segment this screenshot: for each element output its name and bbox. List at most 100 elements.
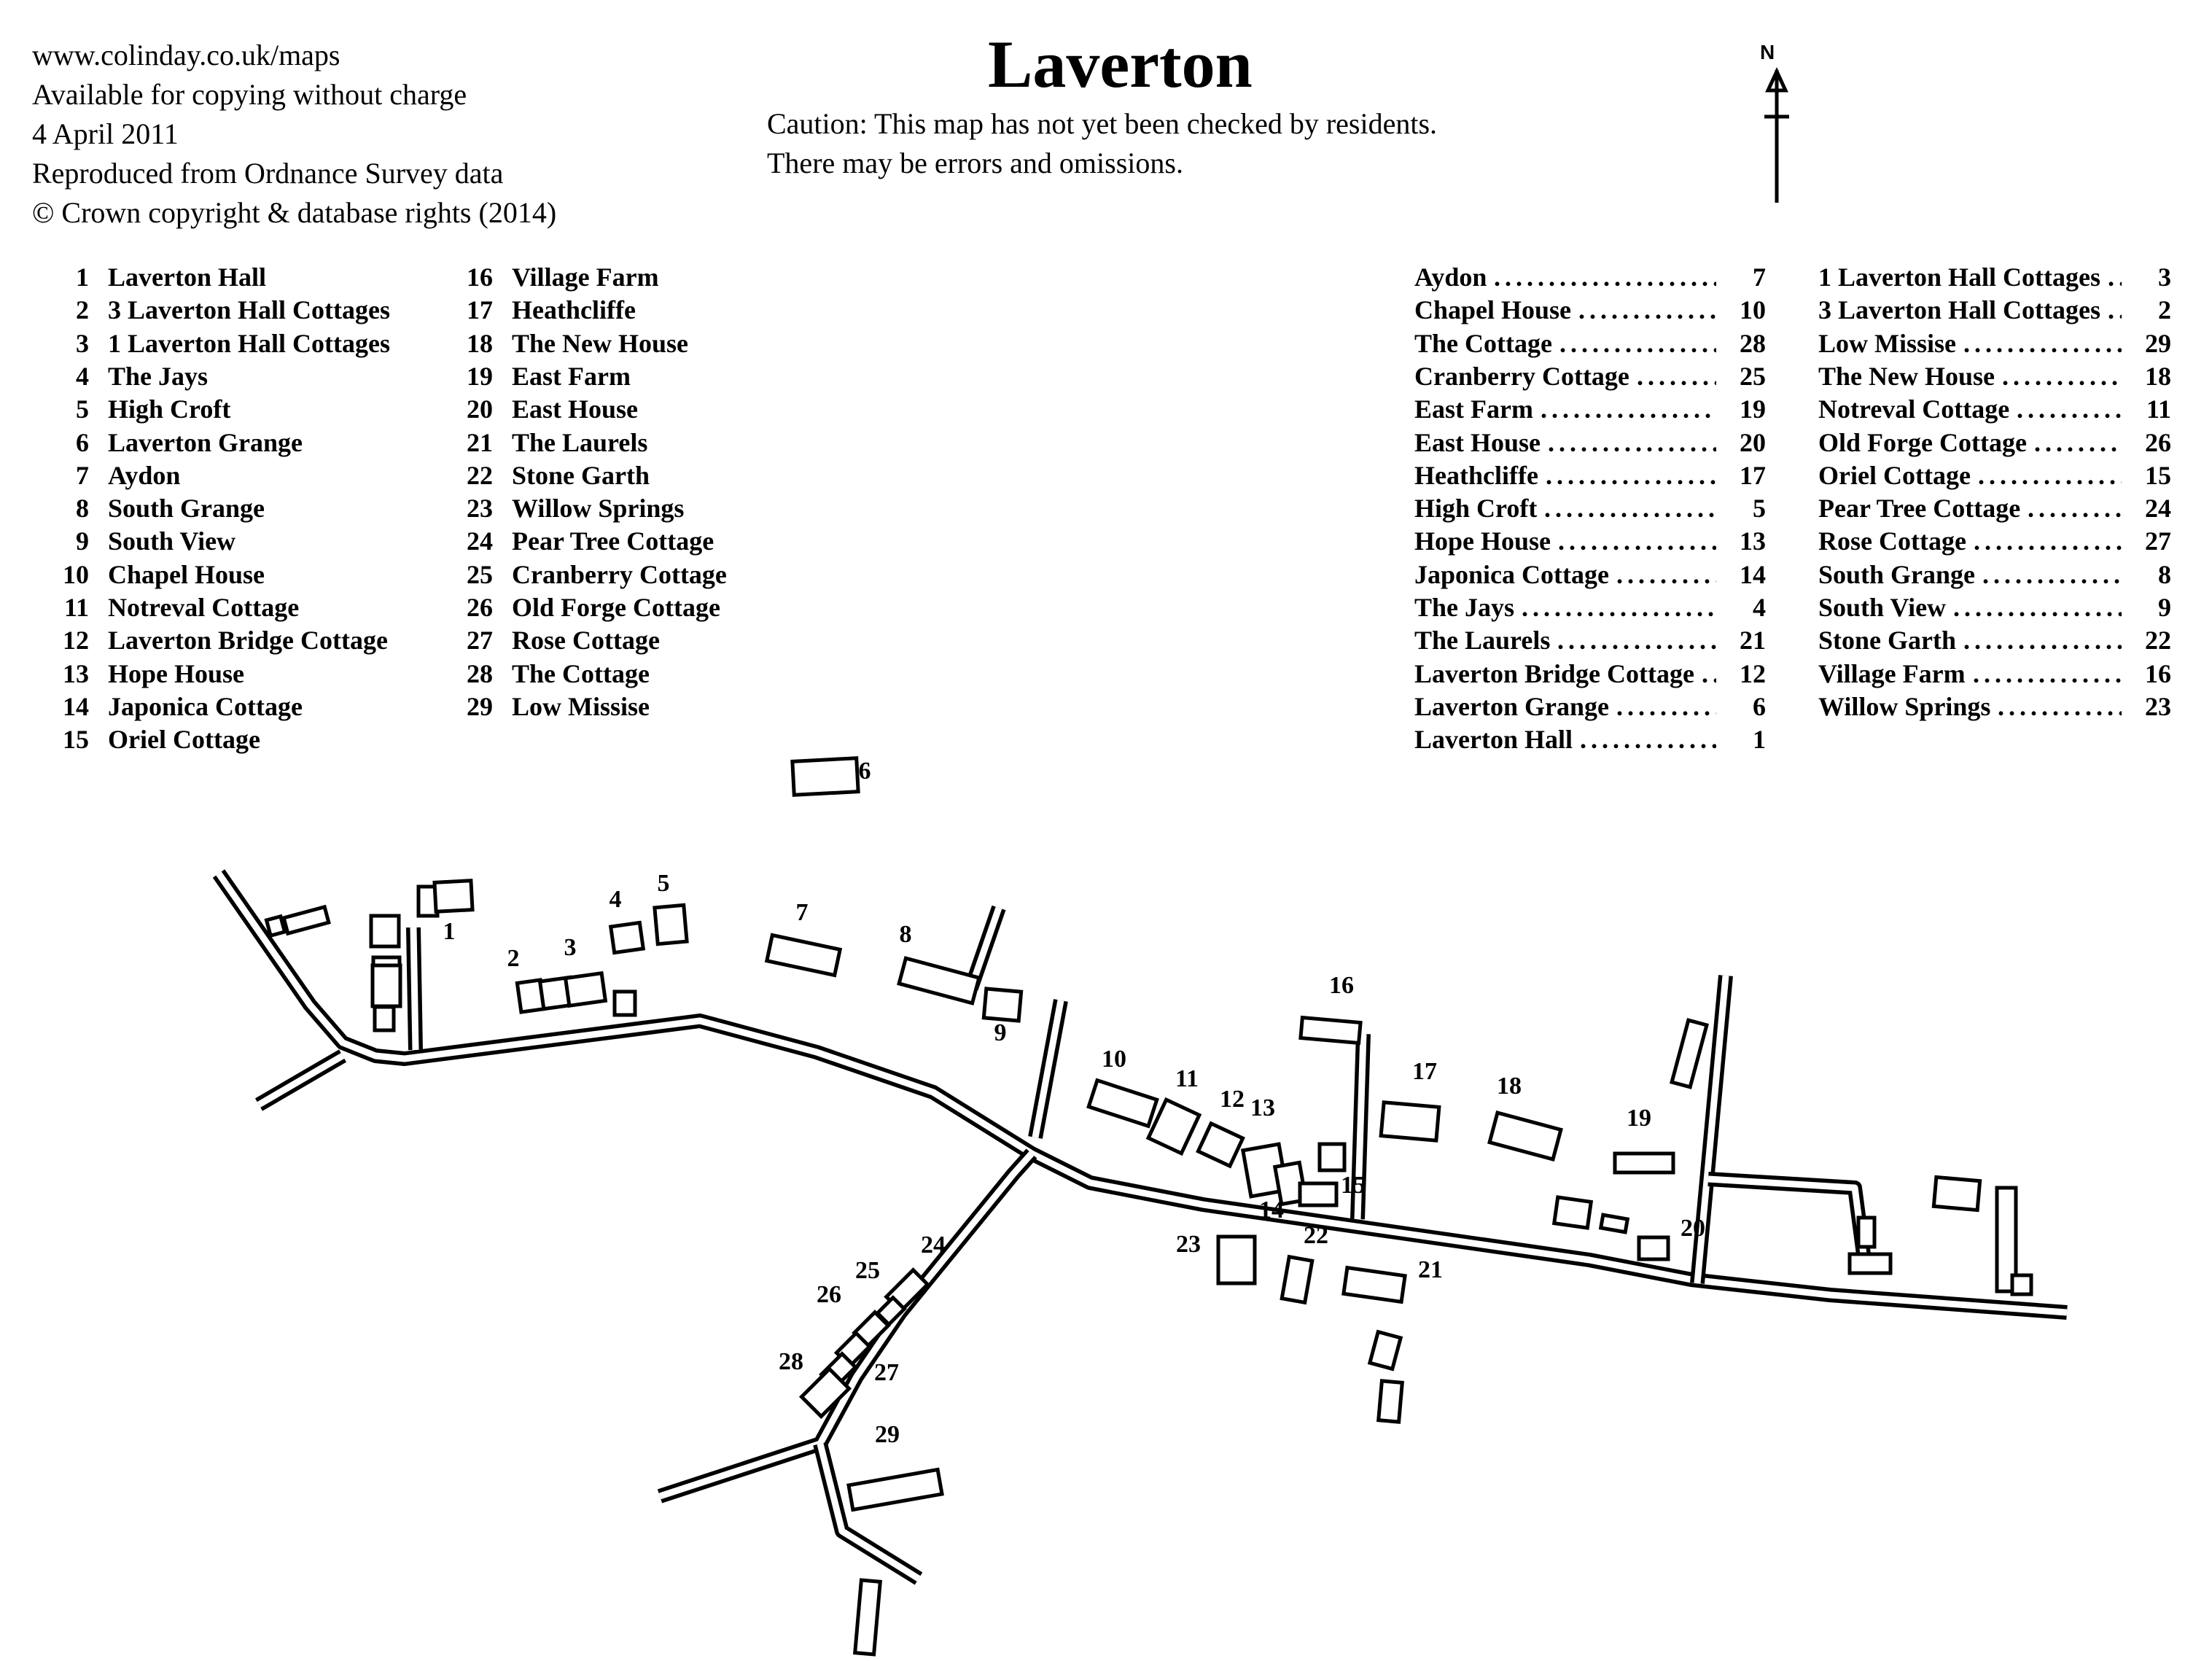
- road-fill: [1032, 1000, 1064, 1138]
- index-leader-dots: .................: [1973, 661, 2122, 687]
- map-label: 27: [874, 1359, 899, 1386]
- index-leader-dots: ....: [2108, 264, 2122, 290]
- building: [1551, 1195, 1594, 1230]
- building: [373, 1005, 396, 1032]
- map-label: 9: [994, 1019, 1007, 1046]
- index-leader-dots: ...........: [2034, 429, 2122, 456]
- building: [432, 879, 475, 914]
- north-label: N: [1760, 41, 1775, 63]
- legend-name: Heathcliffe: [512, 295, 636, 324]
- legend-number: 3: [76, 329, 89, 358]
- legend-number: 24: [467, 526, 493, 556]
- index-number: 14: [1740, 560, 1766, 589]
- index-leader-dots: .............: [2017, 396, 2122, 422]
- legend-number: 18: [467, 329, 493, 358]
- road-outline: [1707, 1172, 1871, 1256]
- map-label: 19: [1627, 1105, 1651, 1132]
- index-name: South View: [1818, 593, 1947, 622]
- header-info-line: www.colinday.co.uk/maps: [32, 39, 340, 71]
- index-name: Oriel Cottage: [1818, 461, 1971, 490]
- index-name: East Farm: [1414, 394, 1533, 424]
- legend-name: Stone Garth: [512, 461, 650, 490]
- road-fill: [1694, 975, 1729, 1284]
- index-leader-dots: ..................: [1963, 330, 2122, 357]
- building: [1376, 1379, 1405, 1424]
- index-name: Rose Cottage: [1818, 526, 1966, 556]
- building: [608, 920, 646, 955]
- index-number: 7: [1753, 262, 1766, 292]
- header-info-line: Reproduced from Ordnance Survey data: [32, 157, 504, 190]
- map-label: 2: [507, 945, 520, 972]
- building: [1086, 1078, 1159, 1129]
- legend-number: 27: [467, 626, 493, 655]
- index-name: Heathcliffe: [1414, 461, 1538, 490]
- index-leader-dots: ............: [2028, 495, 2122, 521]
- map-label: 18: [1497, 1073, 1522, 1100]
- map-label: 28: [779, 1348, 803, 1375]
- legend-name: Village Farm: [512, 262, 659, 292]
- index-leader-dots: ........................: [1494, 264, 1716, 290]
- road-fill: [410, 927, 419, 1051]
- index-number: 3: [2158, 262, 2171, 292]
- legend-number: 16: [467, 262, 493, 292]
- legend-number: 28: [467, 659, 493, 688]
- index-number: 22: [2145, 626, 2171, 655]
- road-outline: [212, 869, 2068, 1320]
- building: [852, 1578, 883, 1657]
- building: [1613, 1151, 1675, 1175]
- legend-name: The Laurels: [512, 428, 648, 457]
- map-label: 7: [796, 899, 809, 926]
- map-label: 1: [443, 918, 456, 945]
- building: [1847, 1252, 1893, 1275]
- index-name: The New House: [1818, 362, 1995, 391]
- building: [264, 914, 287, 938]
- index-name: Village Farm: [1818, 659, 1966, 688]
- caution-line: There may be errors and omissions.: [767, 147, 1183, 179]
- index-name: The Jays: [1414, 593, 1515, 622]
- map-label: 24: [921, 1232, 946, 1259]
- index-number: 8: [2158, 560, 2171, 589]
- legend-number: 21: [467, 428, 493, 457]
- map-label: 26: [817, 1281, 841, 1308]
- index-number: 25: [1740, 362, 1766, 391]
- building: [2010, 1273, 2033, 1296]
- legend-name: Rose Cottage: [512, 626, 660, 655]
- header-info-line: 4 April 2011: [32, 117, 179, 150]
- index-leader-dots: ...................: [1544, 495, 1716, 521]
- index-leader-dots: ............: [1616, 693, 1716, 720]
- legend-name: Notreval Cottage: [108, 593, 300, 622]
- legend-name: Old Forge Cottage: [512, 593, 720, 622]
- index-leader-dots: ..........: [1637, 363, 1716, 389]
- legend-name: Chapel House: [108, 560, 265, 589]
- legend-name: Laverton Grange: [108, 428, 303, 457]
- index-leader-dots: ......................: [1522, 594, 1716, 621]
- index-number: 9: [2158, 593, 2171, 622]
- legend-name: Oriel Cottage: [108, 725, 260, 754]
- building: [281, 904, 331, 936]
- map-label: 16: [1329, 972, 1354, 999]
- index-leader-dots: ....: [2108, 297, 2122, 323]
- map-label: 12: [1220, 1086, 1245, 1113]
- legend-name: Pear Tree Cottage: [512, 526, 714, 556]
- building: [790, 756, 860, 797]
- index-name: Hope House: [1414, 526, 1551, 556]
- legend-name: Japonica Cottage: [108, 692, 303, 721]
- index-leader-dots: .................: [1978, 462, 2122, 489]
- building: [897, 956, 981, 1005]
- index-number: 16: [2145, 659, 2171, 688]
- building: [1598, 1213, 1630, 1234]
- legend-name: East House: [512, 394, 639, 424]
- legend-number: 26: [467, 593, 493, 622]
- map-label: 14: [1259, 1197, 1284, 1224]
- legend-number: 8: [76, 494, 89, 523]
- legend-number: 5: [76, 394, 89, 424]
- legend-number: 1: [76, 262, 89, 292]
- building: [370, 963, 402, 1008]
- index-number: 10: [1740, 295, 1766, 324]
- index-leader-dots: ............: [1616, 561, 1716, 588]
- index-name: 1 Laverton Hall Cottages: [1818, 262, 2100, 292]
- road-fill: [658, 1151, 1035, 1500]
- map-label: 21: [1418, 1256, 1443, 1283]
